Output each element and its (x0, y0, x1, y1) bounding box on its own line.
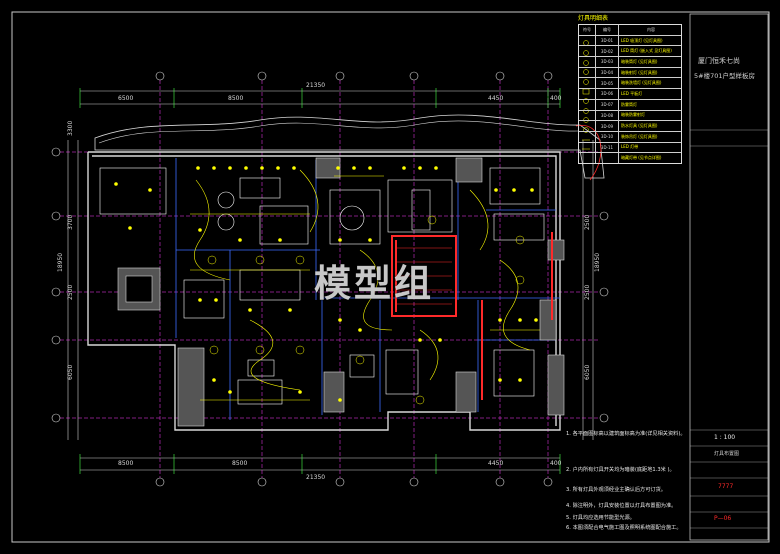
legend-desc: LED 平板灯 (621, 90, 643, 96)
project-subtitle: 5#楼701户型样板房 (694, 72, 755, 80)
legend-header-desc: 内容 (647, 26, 655, 32)
project-name: 厦门恒禾七尚 (698, 57, 740, 65)
legend-header-code: 编号 (596, 25, 619, 35)
watermark: 模型组 (314, 262, 434, 305)
light-symbol-icon (579, 110, 596, 121)
dim-top-seg-4: 400 (550, 95, 562, 102)
dim-left-seg-1: 3300 (67, 120, 74, 136)
red-code: 7777 (718, 483, 734, 490)
legend-row: 暗藏灯带 (见节点详图) (579, 153, 681, 163)
light-symbol-icon (579, 89, 596, 99)
legend-code: 3D-09 (596, 121, 619, 131)
legend-code (596, 153, 619, 163)
dim-bottom-seg-3: 4450 (488, 460, 504, 467)
legend-desc: LED 吸顶灯 (见灯具图) (621, 37, 663, 43)
legend-code: 3D-01 (596, 35, 619, 46)
dim-bottom-total: 21350 (306, 474, 326, 481)
dim-left-seg-4: 6050 (67, 364, 74, 380)
light-symbol-icon (579, 131, 596, 142)
legend-code: 3D-10 (596, 131, 619, 142)
legend-code: 3D-03 (596, 57, 619, 67)
note-1: 1. 各平面图标高以建筑面标高为准(详见相关资料)。 (566, 431, 686, 437)
legend-code: 3D-02 (596, 46, 619, 57)
drawing-scale: 1 : 100 (714, 434, 736, 441)
legend-header-symbol: 符号 (579, 25, 596, 35)
dim-bottom-seg-4: 400 (550, 460, 562, 467)
light-symbol-icon (579, 99, 596, 110)
light-symbol-icon (579, 153, 596, 163)
legend-desc: LED 灯带 (621, 144, 639, 150)
dim-top-total: 21350 (306, 82, 326, 89)
legend-header-row: 符号 编号 内容 (579, 25, 681, 36)
dim-top-seg-2: 8500 (228, 95, 244, 102)
legend-code: 3D-07 (596, 99, 619, 110)
dim-left-total: 18950 (57, 252, 64, 272)
legend-desc: LED 筒灯 (嵌入式 见灯具图) (621, 48, 672, 54)
legend-desc: 装饰吊灯 (见灯具图) (621, 133, 658, 139)
drawing-name: 灯具布置图 (714, 451, 740, 457)
dim-right-total: 18950 (594, 252, 601, 272)
note-2: 2. 户内所有灯具开关均为暗装(底距地1.3米 )。 (566, 467, 675, 473)
legend-desc: 暗装防雾射灯 (621, 112, 645, 118)
dim-right-seg-1: 2500 (584, 214, 591, 230)
note-4: 4. 除注明外，灯具安装位置以灯具布置图为准。 (566, 503, 677, 509)
dim-right-seg-2: 2500 (584, 284, 591, 300)
dim-left-seg-2: 3700 (67, 214, 74, 230)
light-symbol-icon (579, 142, 596, 153)
light-symbol-icon (579, 57, 596, 67)
drawing-number: P—06 (714, 515, 732, 522)
sheet-border (11, 11, 770, 543)
legend-title: 灯具明细表 (578, 15, 609, 22)
legend-code: 3D-04 (596, 67, 619, 78)
title-block: 厦门恒禾七尚 5#楼701户型样板房 1 : 100 灯具布置图 7777 P—… (690, 14, 768, 540)
legend-desc: 防雾筒灯 (621, 101, 637, 107)
note-3: 3. 所有灯具外观须经业主确认后方可订货。 (566, 487, 666, 493)
dim-left-seg-3: 2500 (67, 284, 74, 300)
light-symbol-icon (579, 78, 596, 89)
legend-desc: 暗装洗墙灯 (见灯具图) (621, 80, 662, 86)
legend-desc: 暗装射灯 (见灯具图) (621, 69, 658, 75)
light-symbol-icon (579, 46, 596, 57)
legend-code: 3D-11 (596, 142, 619, 153)
dim-right-seg-3: 6050 (584, 364, 591, 380)
dim-top-seg-1: 6500 (118, 95, 134, 102)
light-symbol-icon (579, 67, 596, 78)
legend-code: 3D-06 (596, 89, 619, 99)
legend-code: 3D-05 (596, 78, 619, 89)
light-symbol-icon (579, 121, 596, 131)
legend-desc: 防水灯具 (见灯具图) (621, 123, 658, 129)
note-6: 6. 本图须配合电气施工图及照明系统图配合施工。 (566, 525, 682, 531)
note-5: 5. 灯具均应选用节能型光源。 (566, 515, 635, 521)
dim-bottom-seg-2: 8500 (232, 460, 248, 467)
legend-desc: 暗藏灯带 (见节点详图) (621, 155, 662, 161)
dim-bottom-seg-1: 8500 (118, 460, 134, 467)
legend-desc: 暗装筒灯 (见灯具图) (621, 58, 658, 64)
light-symbol-icon (579, 35, 596, 46)
legend-code: 3D-08 (596, 110, 619, 121)
dim-top-seg-3: 4450 (488, 95, 504, 102)
